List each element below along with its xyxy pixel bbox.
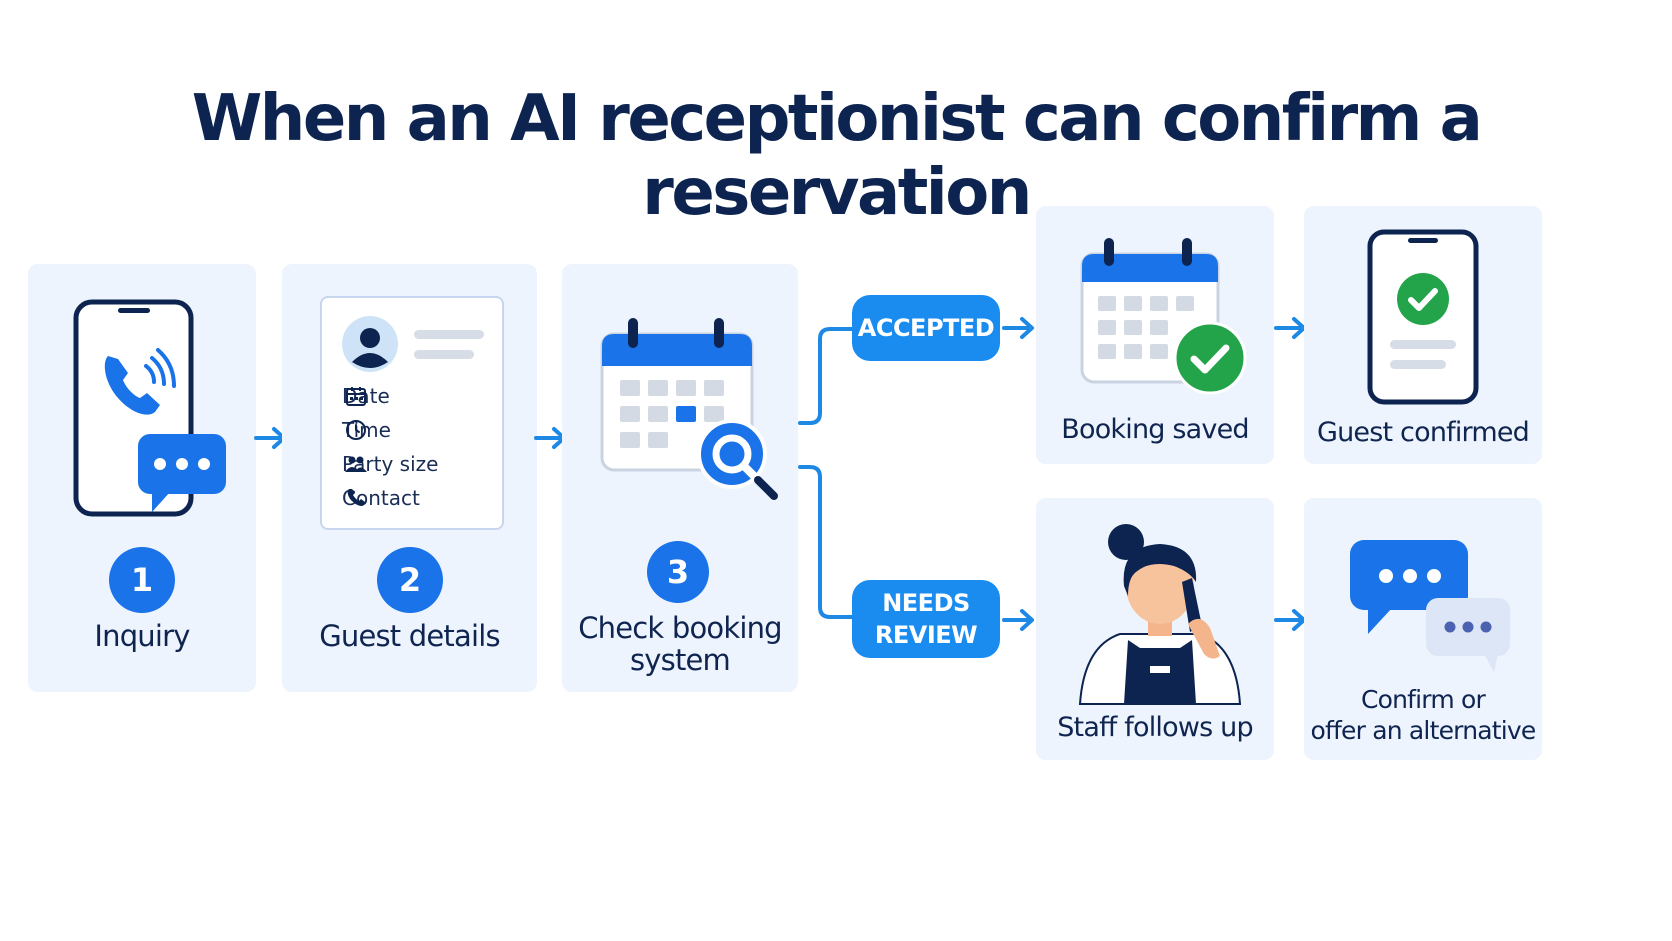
field-date: Date	[342, 384, 390, 408]
diagram-title: When an AI receptionist can confirm a re…	[191, 82, 1483, 230]
label-line: offer an alternative	[1310, 716, 1537, 745]
clock-icon	[346, 420, 366, 440]
field-contact: Contact	[342, 486, 420, 510]
step-number-3: 3	[647, 541, 709, 603]
calendar-icon	[346, 387, 366, 406]
label-line: Confirm or	[1360, 685, 1486, 714]
step-number-2: 2	[377, 547, 443, 613]
staff-follows-up-label: Staff follows up	[1057, 712, 1253, 743]
step-number-1: 1	[109, 547, 175, 613]
label-line: system	[629, 643, 731, 677]
step-label-inquiry: Inquiry	[94, 619, 190, 653]
arrow-right-icon	[1002, 609, 1034, 631]
search-icon	[697, 419, 778, 500]
staff-follows-up-card: Staff follows up	[1036, 498, 1274, 760]
text-line	[414, 350, 474, 359]
field-time: Time	[342, 418, 391, 442]
avatar-icon	[342, 316, 398, 372]
confirm-or-offer-label: Confirm or offer an alternative	[1304, 684, 1542, 746]
chat-bubble-icon	[1426, 598, 1510, 672]
checkmark-icon	[1173, 321, 1247, 395]
staff-person-icon	[1078, 524, 1242, 705]
text-line	[1390, 340, 1456, 349]
guest-details-form: Date Time Party size Contact	[320, 296, 504, 530]
pill-line: NEEDS	[882, 589, 970, 617]
label-line: Check booking	[578, 611, 782, 645]
chat-bubble-icon	[138, 434, 226, 512]
needs-review-badge: NEEDS REVIEW	[852, 580, 1000, 658]
phone-icon	[347, 489, 365, 506]
branch-connector	[798, 327, 856, 619]
text-line	[1390, 360, 1446, 369]
guest-confirmed-card: Guest confirmed	[1304, 206, 1542, 464]
text-line	[414, 330, 484, 339]
accepted-badge: ACCEPTED	[852, 295, 1000, 361]
step-guest-details-card: Date Time Party size Contact 2 Guest det…	[282, 264, 537, 692]
people-icon	[345, 456, 367, 472]
field-party-size: Party size	[342, 452, 438, 476]
booking-saved-label: Booking saved	[1061, 414, 1249, 445]
step-label-guest-details: Guest details	[319, 619, 500, 653]
confirm-or-offer-card: Confirm or offer an alternative	[1304, 498, 1542, 760]
guest-confirmed-label: Guest confirmed	[1316, 417, 1530, 448]
checkmark-icon	[1397, 273, 1449, 325]
chat-bubble-icon	[1350, 540, 1468, 634]
step-inquiry-card: 1 Inquiry	[28, 264, 256, 692]
booking-saved-card: Booking saved	[1036, 206, 1274, 464]
arrow-right-icon	[1002, 317, 1034, 339]
step-check-booking-card: 3 Check booking system	[562, 264, 798, 692]
step-label-check-booking: Check booking system	[562, 612, 798, 676]
pill-line: REVIEW	[874, 621, 978, 649]
